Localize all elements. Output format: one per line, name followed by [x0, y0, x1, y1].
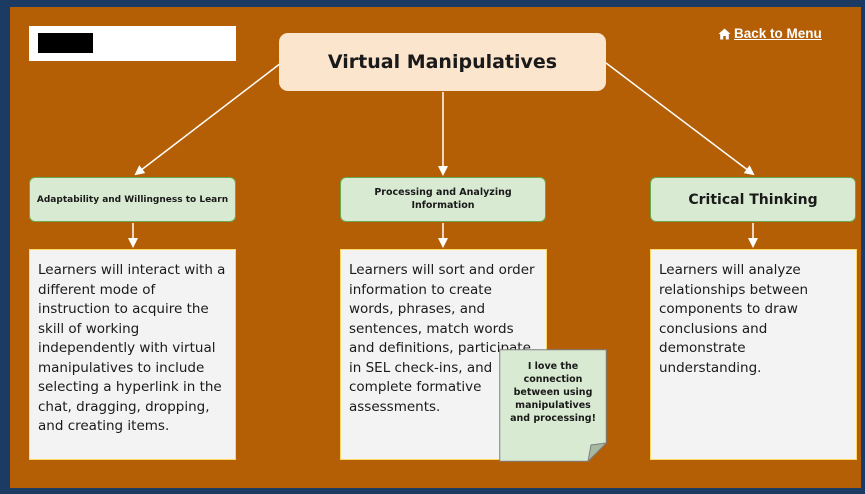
- title-node: Virtual Manipulatives: [279, 33, 606, 91]
- detail-critical-thinking: Learners will analyze relationships betw…: [650, 249, 857, 460]
- back-to-menu-label: Back to Menu: [734, 26, 822, 41]
- sticky-note[interactable]: I love the connection between using mani…: [499, 349, 607, 462]
- page-title: Virtual Manipulatives: [327, 51, 558, 73]
- sticky-note-shape: [499, 349, 607, 462]
- home-icon: [718, 28, 731, 39]
- topic-processing: Processing and Analyzing Information: [340, 177, 546, 222]
- topic-critical-thinking: Critical Thinking: [650, 177, 856, 222]
- redaction-bar: [38, 33, 93, 53]
- redacted-name-box: [29, 26, 236, 61]
- detail-adaptability: Learners will interact with a different …: [29, 249, 236, 460]
- topic-adaptability: Adaptability and Willingness to Learn: [29, 177, 236, 222]
- back-to-menu-link[interactable]: Back to Menu: [718, 26, 822, 41]
- sticky-note-text: I love the connection between using mani…: [510, 361, 596, 424]
